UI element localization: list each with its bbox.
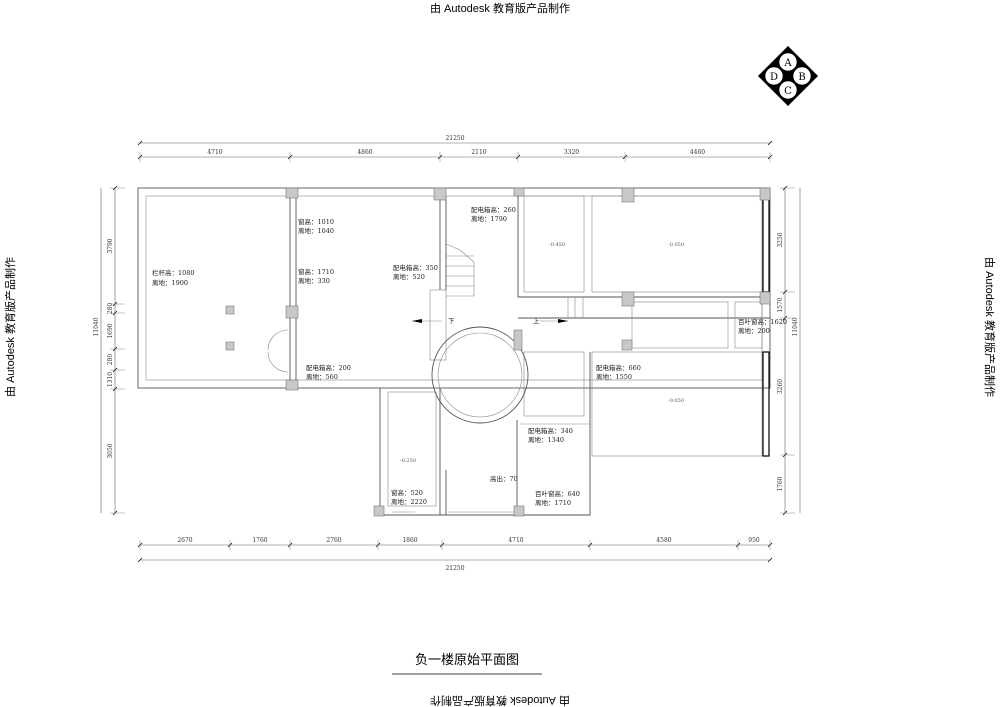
- dimension-label: 3260: [777, 379, 784, 394]
- annotations: 栏杆高：1080 离地：1900 窗高：1010 离地：1040 窗高：1710…: [152, 205, 787, 507]
- dimension-label: 4460: [690, 149, 705, 156]
- electric-box-offset: 离地：560: [306, 372, 338, 381]
- dimension-tick: [767, 557, 773, 563]
- electric-box-note: 配电箱高：340: [528, 426, 573, 435]
- railing-height-note: 栏杆高：1080: [152, 268, 195, 277]
- dimension-label: 280: [107, 303, 114, 315]
- dimension-tick: [137, 557, 143, 563]
- dimension-label: 2670: [177, 537, 192, 544]
- dimension-label: 3250: [777, 232, 784, 247]
- compass-label-d: D: [770, 72, 778, 83]
- compass-label-c: C: [784, 86, 792, 97]
- electric-box-offset: 离地：1340: [528, 435, 564, 444]
- dimension-label: 3790: [107, 238, 114, 253]
- dimension-label: 1310: [107, 372, 114, 387]
- dimension-label: 4580: [656, 537, 671, 544]
- louver-offset-note: 离地：200: [738, 326, 770, 335]
- dimension-lines: 4710 4860 2110 3320 4460 21250 2670 1760 2760 186…: [93, 135, 801, 572]
- electric-box-offset: 离地：1550: [596, 372, 632, 381]
- svg-text:上: 上: [533, 316, 540, 325]
- electric-box-note: 配电箱高：350: [393, 263, 438, 272]
- dimension-label: 1760: [252, 537, 267, 544]
- window-offset-note: 离地：2220: [391, 497, 427, 506]
- elevation-mark: -0.050: [668, 398, 684, 404]
- dimension-label: 3320: [564, 149, 579, 156]
- railing-offset-note: 离地：1900: [152, 278, 188, 287]
- elevation-mark: -0.450: [549, 242, 565, 248]
- compass-symbol: A B C D: [758, 46, 818, 106]
- compass-label-a: A: [783, 58, 792, 69]
- elevation-mark: -0.050: [668, 242, 684, 248]
- electric-box-offset: 离地：1790: [471, 214, 507, 223]
- dimension-label: 4710: [508, 537, 523, 544]
- columns: [225, 187, 771, 517]
- dimension-total: 21250: [445, 565, 464, 572]
- louver-height-note: 百叶窗高：1620: [738, 317, 787, 326]
- dimension-total: 11040: [93, 317, 100, 336]
- louver-offset-note: 离地：1710: [535, 498, 571, 507]
- drawing-title: 负一楼原始平面图: [415, 653, 519, 668]
- compass-label-b: B: [798, 72, 805, 83]
- dimension-label: 4710: [207, 149, 222, 156]
- dimension-label: 1760: [777, 476, 784, 491]
- electric-box-note: 配电箱高：660: [596, 363, 641, 372]
- stair-arrow-down: 下: [412, 317, 455, 325]
- stair-arrow-up: 上: [533, 316, 568, 325]
- dimension-label: 1570: [777, 297, 784, 312]
- dimension-label: 2110: [471, 149, 486, 156]
- window-height-note: 窗高：1010: [298, 217, 334, 226]
- svg-text:下: 下: [448, 317, 455, 325]
- dimension-label: 1860: [402, 537, 417, 544]
- dimension-label: 950: [748, 537, 760, 544]
- window-height-note: 窗高：520: [391, 488, 423, 497]
- window-height-note: 窗高：1710: [298, 267, 334, 276]
- dimension-total: 21250: [445, 135, 464, 142]
- dimension-tick: [137, 140, 143, 146]
- watermark-right: 由 Autodesk 教育版产品制作: [983, 257, 997, 397]
- window-offset-note: 离地：330: [298, 276, 330, 285]
- dimension-label: 2760: [326, 537, 341, 544]
- dimension-label: 280: [107, 354, 114, 366]
- electric-box-offset: 离地：520: [393, 272, 425, 281]
- dimension-label: 1690: [107, 323, 114, 338]
- window-offset-note: 离地：1040: [298, 226, 334, 235]
- watermark-left: 由 Autodesk 教育版产品制作: [3, 257, 17, 397]
- dimension-label: 3050: [107, 443, 114, 458]
- raised-note: 高出：70: [490, 474, 518, 483]
- dimension-label: 4860: [357, 149, 372, 156]
- elevation-mark: -0.250: [400, 458, 416, 464]
- louver-height-note: 百叶窗高：640: [535, 489, 580, 498]
- watermark-bottom: 由 Autodesk 教育版产品制作: [430, 694, 570, 707]
- dimension-total: 11040: [792, 317, 799, 336]
- dimension-tick: [767, 140, 773, 146]
- walls: [137, 187, 771, 516]
- watermark-top: 由 Autodesk 教育版产品制作: [430, 1, 570, 15]
- electric-box-note: 配电箱高：200: [306, 363, 351, 372]
- electric-box-note: 配电箱高：260: [471, 205, 516, 214]
